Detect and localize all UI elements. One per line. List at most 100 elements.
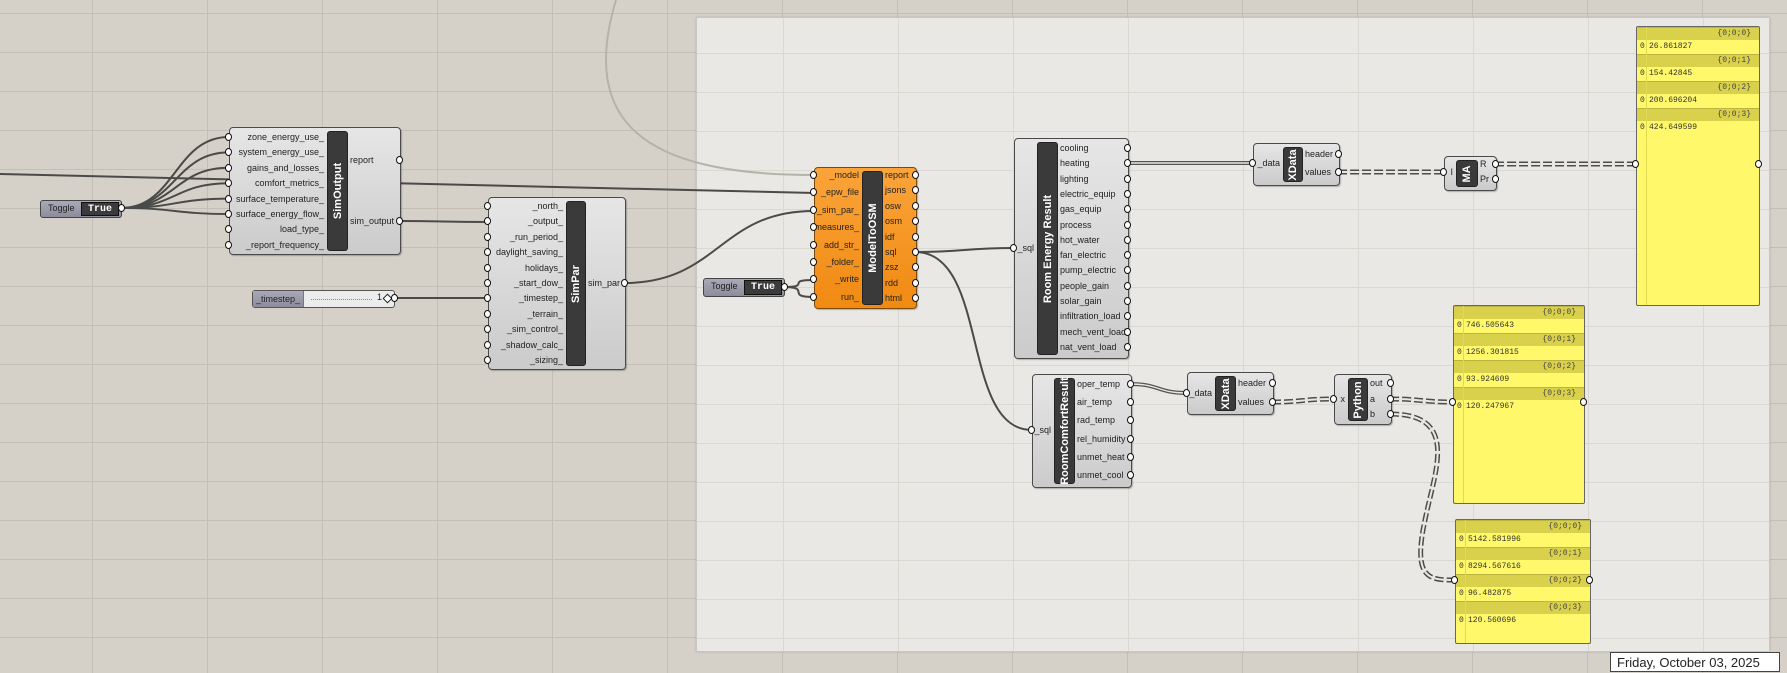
output-port[interactable] xyxy=(1387,379,1394,387)
output-port[interactable] xyxy=(1124,220,1131,229)
output-port[interactable] xyxy=(1127,398,1134,407)
input-port[interactable] xyxy=(225,179,232,188)
output-port[interactable] xyxy=(1580,398,1587,406)
output-port[interactable] xyxy=(1124,297,1131,305)
sim-par-component[interactable]: SimPar_north__output__run_period_dayligh… xyxy=(488,197,626,370)
toggle-value[interactable]: True xyxy=(744,280,782,295)
input-port[interactable] xyxy=(484,309,491,318)
output-port[interactable] xyxy=(1387,395,1394,403)
output-port[interactable] xyxy=(396,156,403,164)
output-port[interactable] xyxy=(621,279,628,287)
output-port[interactable] xyxy=(912,201,919,210)
output-port[interactable] xyxy=(1755,160,1762,168)
input-port[interactable] xyxy=(225,148,232,157)
output-port[interactable] xyxy=(1124,312,1131,321)
input-port[interactable] xyxy=(484,356,491,364)
component-title-bar[interactable]: XData xyxy=(1283,147,1303,182)
output-port[interactable] xyxy=(1492,160,1499,168)
output-port[interactable] xyxy=(118,204,125,212)
model-to-osm-component[interactable]: ModelToOSM_model_epw_file_sim_par_measur… xyxy=(814,167,917,309)
component-title-bar[interactable]: ModelToOSM xyxy=(862,171,883,305)
input-port[interactable] xyxy=(1451,576,1458,584)
input-port[interactable] xyxy=(810,205,817,214)
output-port[interactable] xyxy=(912,263,919,272)
output-port[interactable] xyxy=(1387,410,1394,418)
component-title-bar[interactable]: Python xyxy=(1348,378,1368,421)
output-port[interactable] xyxy=(1269,379,1276,387)
output-port[interactable] xyxy=(1124,251,1131,260)
output-port[interactable] xyxy=(781,282,788,291)
output-port[interactable] xyxy=(912,248,919,256)
output-port[interactable] xyxy=(391,294,398,302)
output-port[interactable] xyxy=(1124,189,1131,198)
input-port[interactable] xyxy=(1449,398,1456,406)
input-port[interactable] xyxy=(484,232,491,241)
output-port[interactable] xyxy=(912,294,919,303)
input-port[interactable] xyxy=(810,171,817,179)
output-port[interactable] xyxy=(912,171,919,179)
component-title-bar[interactable]: XData xyxy=(1215,376,1236,411)
output-port[interactable] xyxy=(1124,327,1131,336)
component-title-bar[interactable]: SimPar xyxy=(566,201,586,366)
input-port[interactable] xyxy=(1028,426,1035,434)
input-port[interactable] xyxy=(484,263,491,272)
input-port[interactable] xyxy=(1010,244,1017,252)
input-port[interactable] xyxy=(810,275,817,284)
input-port[interactable] xyxy=(225,163,232,172)
component-title-bar[interactable]: MA xyxy=(1456,160,1478,187)
input-port[interactable] xyxy=(484,248,491,257)
output-port[interactable] xyxy=(1124,266,1131,275)
output-port[interactable] xyxy=(1335,150,1342,158)
input-port[interactable] xyxy=(484,279,491,287)
output-port[interactable] xyxy=(1269,398,1276,406)
output-port[interactable] xyxy=(1124,174,1131,183)
input-port[interactable] xyxy=(225,133,232,141)
input-port[interactable] xyxy=(484,325,491,334)
input-port[interactable] xyxy=(484,340,491,349)
output-port[interactable] xyxy=(1124,205,1131,214)
input-port[interactable] xyxy=(484,217,491,226)
input-port[interactable] xyxy=(1632,160,1639,168)
input-port[interactable] xyxy=(484,294,491,303)
output-port[interactable] xyxy=(912,232,919,241)
output-port[interactable] xyxy=(1335,168,1342,176)
output-port[interactable] xyxy=(1124,144,1131,152)
input-port[interactable] xyxy=(484,202,491,210)
output-port[interactable] xyxy=(1586,576,1593,584)
input-port[interactable] xyxy=(225,210,232,218)
input-port[interactable] xyxy=(225,240,232,249)
input-port[interactable] xyxy=(225,194,232,203)
output-port[interactable] xyxy=(1127,416,1134,425)
output-port[interactable] xyxy=(396,217,403,225)
slider-track[interactable] xyxy=(311,299,372,300)
output-port[interactable] xyxy=(1492,175,1499,183)
output-port[interactable] xyxy=(1127,380,1134,388)
output-port[interactable] xyxy=(1124,235,1131,244)
input-port[interactable] xyxy=(810,292,817,301)
output-port[interactable] xyxy=(1124,281,1131,290)
input-port[interactable] xyxy=(810,223,817,232)
component-title-bar[interactable]: Room Energy Result xyxy=(1037,142,1058,355)
output-port[interactable] xyxy=(912,217,919,226)
input-port[interactable] xyxy=(810,240,817,249)
output-port[interactable] xyxy=(1124,159,1131,168)
output-port[interactable] xyxy=(1127,452,1134,461)
output-port[interactable] xyxy=(1127,434,1134,443)
input-port[interactable] xyxy=(1183,389,1190,397)
toggle-value[interactable]: True xyxy=(81,202,119,216)
input-port[interactable] xyxy=(225,225,232,234)
component-title-bar[interactable]: SimOutput xyxy=(327,131,348,251)
input-port[interactable] xyxy=(1249,159,1256,167)
